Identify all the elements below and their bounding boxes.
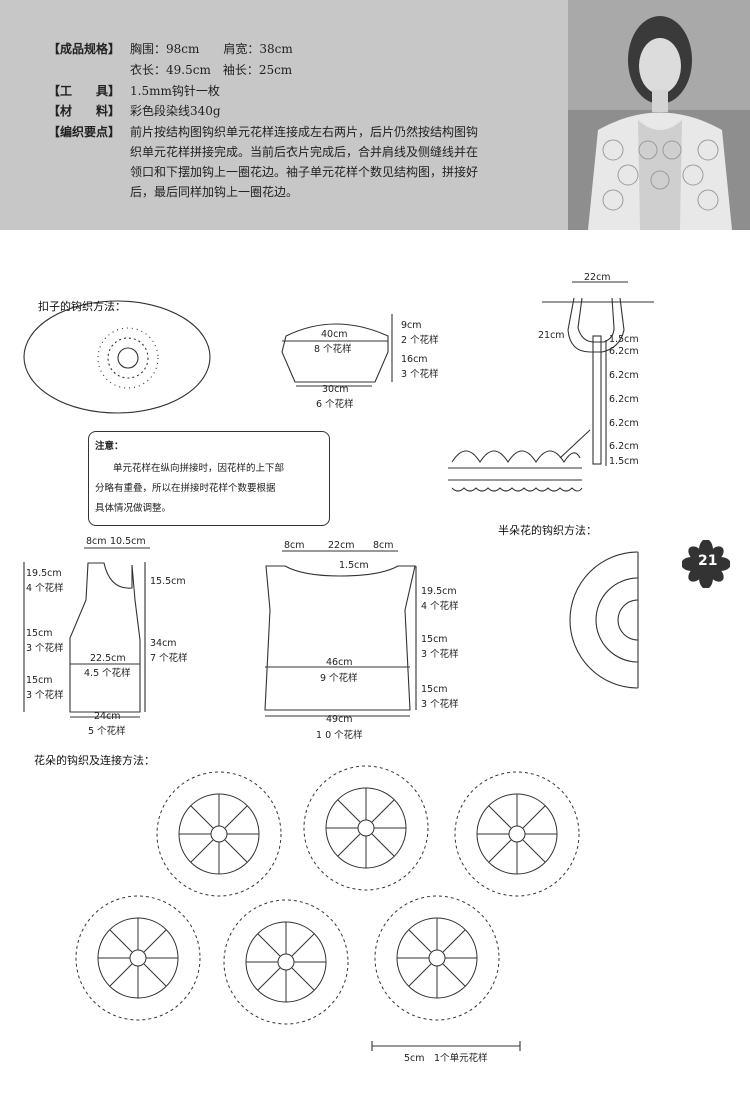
- material-value: 彩色段染线340g: [130, 104, 221, 118]
- back-right-h1: 19.5cm: [421, 586, 457, 597]
- back-middle-width: 46cm: [326, 657, 353, 668]
- flower-chart: [75, 765, 580, 1025]
- note-title: 注意：: [95, 441, 124, 452]
- collar-outline: [567, 297, 625, 353]
- front-left-h3: 15cm: [26, 675, 53, 686]
- front-top-left: 8cm: [86, 536, 107, 547]
- collar-m3: 6.2cm: [609, 370, 639, 381]
- tool-value: 1.5mm钩针一枚: [130, 84, 220, 98]
- sleeve-body-count: 3 个花样: [401, 369, 439, 380]
- front-right-mid: 34cm: [150, 638, 177, 649]
- front-right-mid-count: 7 个花样: [150, 653, 188, 664]
- collar-m1: 1.5cm: [609, 334, 639, 345]
- button-chart: [97, 327, 159, 389]
- front-left-c3: 3 个花样: [26, 690, 64, 701]
- page-number: 21: [698, 553, 718, 569]
- front-left-h2: 15cm: [26, 628, 53, 639]
- back-top-right: 8cm: [373, 540, 394, 551]
- points-line4: 后，最后同样加钩上一圈花边。: [130, 185, 299, 199]
- page-badge: [682, 540, 730, 588]
- note-line2: 分略有重叠，所以在拼接时花样个数要根据: [95, 483, 276, 494]
- collar-m6: 6.2cm: [609, 441, 639, 452]
- back-middle-count: 9 个花样: [320, 673, 358, 684]
- front-bottom-width: 24cm: [94, 711, 121, 722]
- flower-title: 花朵的钩织及连接方法：: [34, 754, 155, 767]
- spec-row2: 衣长：49.5cm 袖长：25cm: [130, 63, 293, 77]
- front-middle-count: 4.5 个花样: [84, 668, 131, 679]
- back-top-mid: 22cm: [328, 540, 355, 551]
- points-line3: 领口和下摆加钩上一圈花边。袖子单元花样个数见结构图，拼接好: [130, 165, 479, 179]
- sleeve-top-count: 8 个花样: [314, 344, 352, 355]
- collar-side: 21cm: [538, 330, 565, 341]
- button-oval: [23, 300, 211, 414]
- back-right-c1: 4 个花样: [421, 601, 459, 612]
- back-neck: 1.5cm: [339, 560, 369, 571]
- sleeve-outline: [281, 323, 389, 383]
- sleeve-bottom-width: 30cm: [322, 384, 349, 395]
- back-right-h3: 15cm: [421, 684, 448, 695]
- points-line2: 织单元花样拼接完成。当前后衣片完成后，合并肩线及侧缝线并在: [130, 145, 479, 159]
- back-panel-outline: [264, 565, 416, 711]
- sleeve-cap-height: 9cm: [401, 320, 422, 331]
- note-line1: 单元花样在纵向拼接时，因花样的上下部: [113, 463, 285, 474]
- back-right-h2: 15cm: [421, 634, 448, 645]
- collar-m5: 6.2cm: [609, 418, 639, 429]
- material-label: 【材 料】: [48, 104, 121, 118]
- collar-top: 22cm: [584, 272, 611, 283]
- sleeve-body-height: 16cm: [401, 354, 428, 365]
- back-bottom-width: 49cm: [326, 714, 353, 725]
- spec-block: 【成品规格】 胸围：98cm 肩宽：38cm 衣长：49.5cm 袖长：25cm…: [48, 38, 568, 228]
- front-left-c2: 3 个花样: [26, 643, 64, 654]
- edging-chart: [448, 450, 583, 492]
- front-right-top: 15.5cm: [150, 576, 186, 587]
- back-bottom-count: 1 0 个花样: [316, 730, 363, 741]
- button-band: [592, 335, 602, 465]
- model-photo: [568, 0, 750, 230]
- note-line3: 具体情况做调整。: [95, 503, 172, 514]
- sleeve-bottom-count: 6 个花样: [316, 399, 354, 410]
- collar-m2: 6.2cm: [609, 346, 639, 357]
- front-left-h1: 19.5cm: [26, 568, 62, 579]
- points-label: 【编织要点】: [48, 125, 121, 139]
- button-title: 扣子的钩织方法：: [38, 300, 126, 313]
- collar-m4: 6.2cm: [609, 394, 639, 405]
- front-bottom-count: 5 个花样: [88, 726, 126, 737]
- spec-label: 【成品规格】: [48, 42, 121, 56]
- sleeve-cap-count: 2 个花样: [401, 335, 439, 346]
- back-right-c3: 3 个花样: [421, 699, 459, 710]
- front-top-right: 10.5cm: [110, 536, 146, 547]
- front-left-c1: 4 个花样: [26, 583, 64, 594]
- points-line1: 前片按结构图钩织单元花样连接成左右两片，后片仍然按结构图钩: [130, 125, 479, 139]
- front-middle-width: 22.5cm: [90, 653, 126, 664]
- flower-scale: 5cm 1个单元花样: [404, 1053, 488, 1064]
- tool-label: 【工 具】: [48, 84, 121, 98]
- note-box: 注意： 单元花样在纵向拼接时，因花样的上下部 分略有重叠，所以在拼接时花样个数要…: [88, 431, 330, 526]
- front-panel-outline: [69, 562, 141, 713]
- sleeve-top-width: 40cm: [321, 329, 348, 340]
- collar-m7: 1.5cm: [609, 456, 639, 467]
- half-flower-chart: [569, 551, 639, 689]
- half-flower-title: 半朵花的钩织方法：: [498, 524, 597, 537]
- back-right-c2: 3 个花样: [421, 649, 459, 660]
- spec-row1: 胸围：98cm 肩宽：38cm: [130, 42, 293, 56]
- back-top-left: 8cm: [284, 540, 305, 551]
